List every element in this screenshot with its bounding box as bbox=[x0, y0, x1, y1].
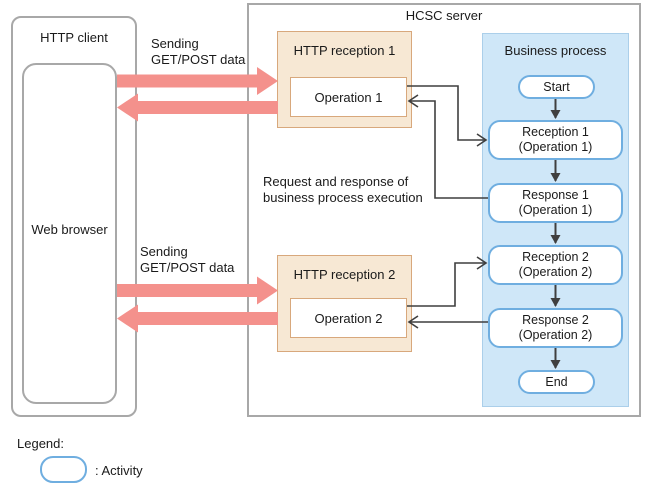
sending-note-bottom: Sending GET/POST data bbox=[140, 244, 234, 276]
activity-reception-1-sublabel: (Operation 1) bbox=[518, 140, 593, 154]
activity-response-1-label: Response 1 bbox=[522, 188, 589, 202]
activity-start: Start bbox=[518, 75, 595, 99]
activity-response-1: Response 1 (Operation 1) bbox=[488, 183, 623, 223]
operation-1-label: Operation 1 bbox=[314, 89, 383, 105]
activity-response-1-sublabel: (Operation 1) bbox=[518, 203, 593, 217]
activity-end-label: End bbox=[545, 374, 568, 389]
http-reception-2-title: HTTP reception 2 bbox=[293, 267, 396, 282]
activity-reception-1-label: Reception 1 bbox=[522, 125, 589, 139]
request-response-note: Request and response of business process… bbox=[263, 174, 423, 206]
http-client-title: HTTP client bbox=[40, 30, 108, 45]
activity-reception-1: Reception 1 (Operation 1) bbox=[488, 120, 623, 160]
sending-note-top: Sending GET/POST data bbox=[151, 36, 245, 68]
request-response-note-line1: Request and response of bbox=[263, 174, 409, 189]
request-response-note-line2: business process execution bbox=[263, 190, 423, 205]
operation-2-box: Operation 2 bbox=[290, 298, 407, 338]
hcsc-server-title: HCSC server bbox=[405, 8, 483, 23]
operation-2-label: Operation 2 bbox=[314, 310, 383, 326]
business-process-title: Business process bbox=[504, 43, 607, 58]
activity-reception-2-label: Reception 2 bbox=[522, 250, 589, 264]
legend-activity-label: : Activity bbox=[95, 463, 143, 478]
activity-end: End bbox=[518, 370, 595, 394]
legend-activity-shape bbox=[40, 456, 87, 483]
sending-note-top-line1: Sending bbox=[151, 36, 199, 51]
activity-reception-2: Reception 2 (Operation 2) bbox=[488, 245, 623, 285]
web-browser-label: Web browser bbox=[31, 222, 108, 237]
operation-1-box: Operation 1 bbox=[290, 77, 407, 117]
activity-start-label: Start bbox=[543, 79, 570, 94]
sending-note-bottom-line2: GET/POST data bbox=[140, 260, 235, 275]
activity-response-2: Response 2 (Operation 2) bbox=[488, 308, 623, 348]
sending-note-top-line2: GET/POST data bbox=[151, 52, 246, 67]
http-reception-1-title: HTTP reception 1 bbox=[293, 43, 396, 58]
sending-note-bottom-line1: Sending bbox=[140, 244, 188, 259]
activity-response-2-sublabel: (Operation 2) bbox=[518, 328, 593, 342]
activity-reception-2-sublabel: (Operation 2) bbox=[518, 265, 593, 279]
legend-title: Legend: bbox=[17, 436, 64, 451]
activity-response-2-label: Response 2 bbox=[522, 313, 589, 327]
web-browser-box bbox=[22, 63, 117, 404]
